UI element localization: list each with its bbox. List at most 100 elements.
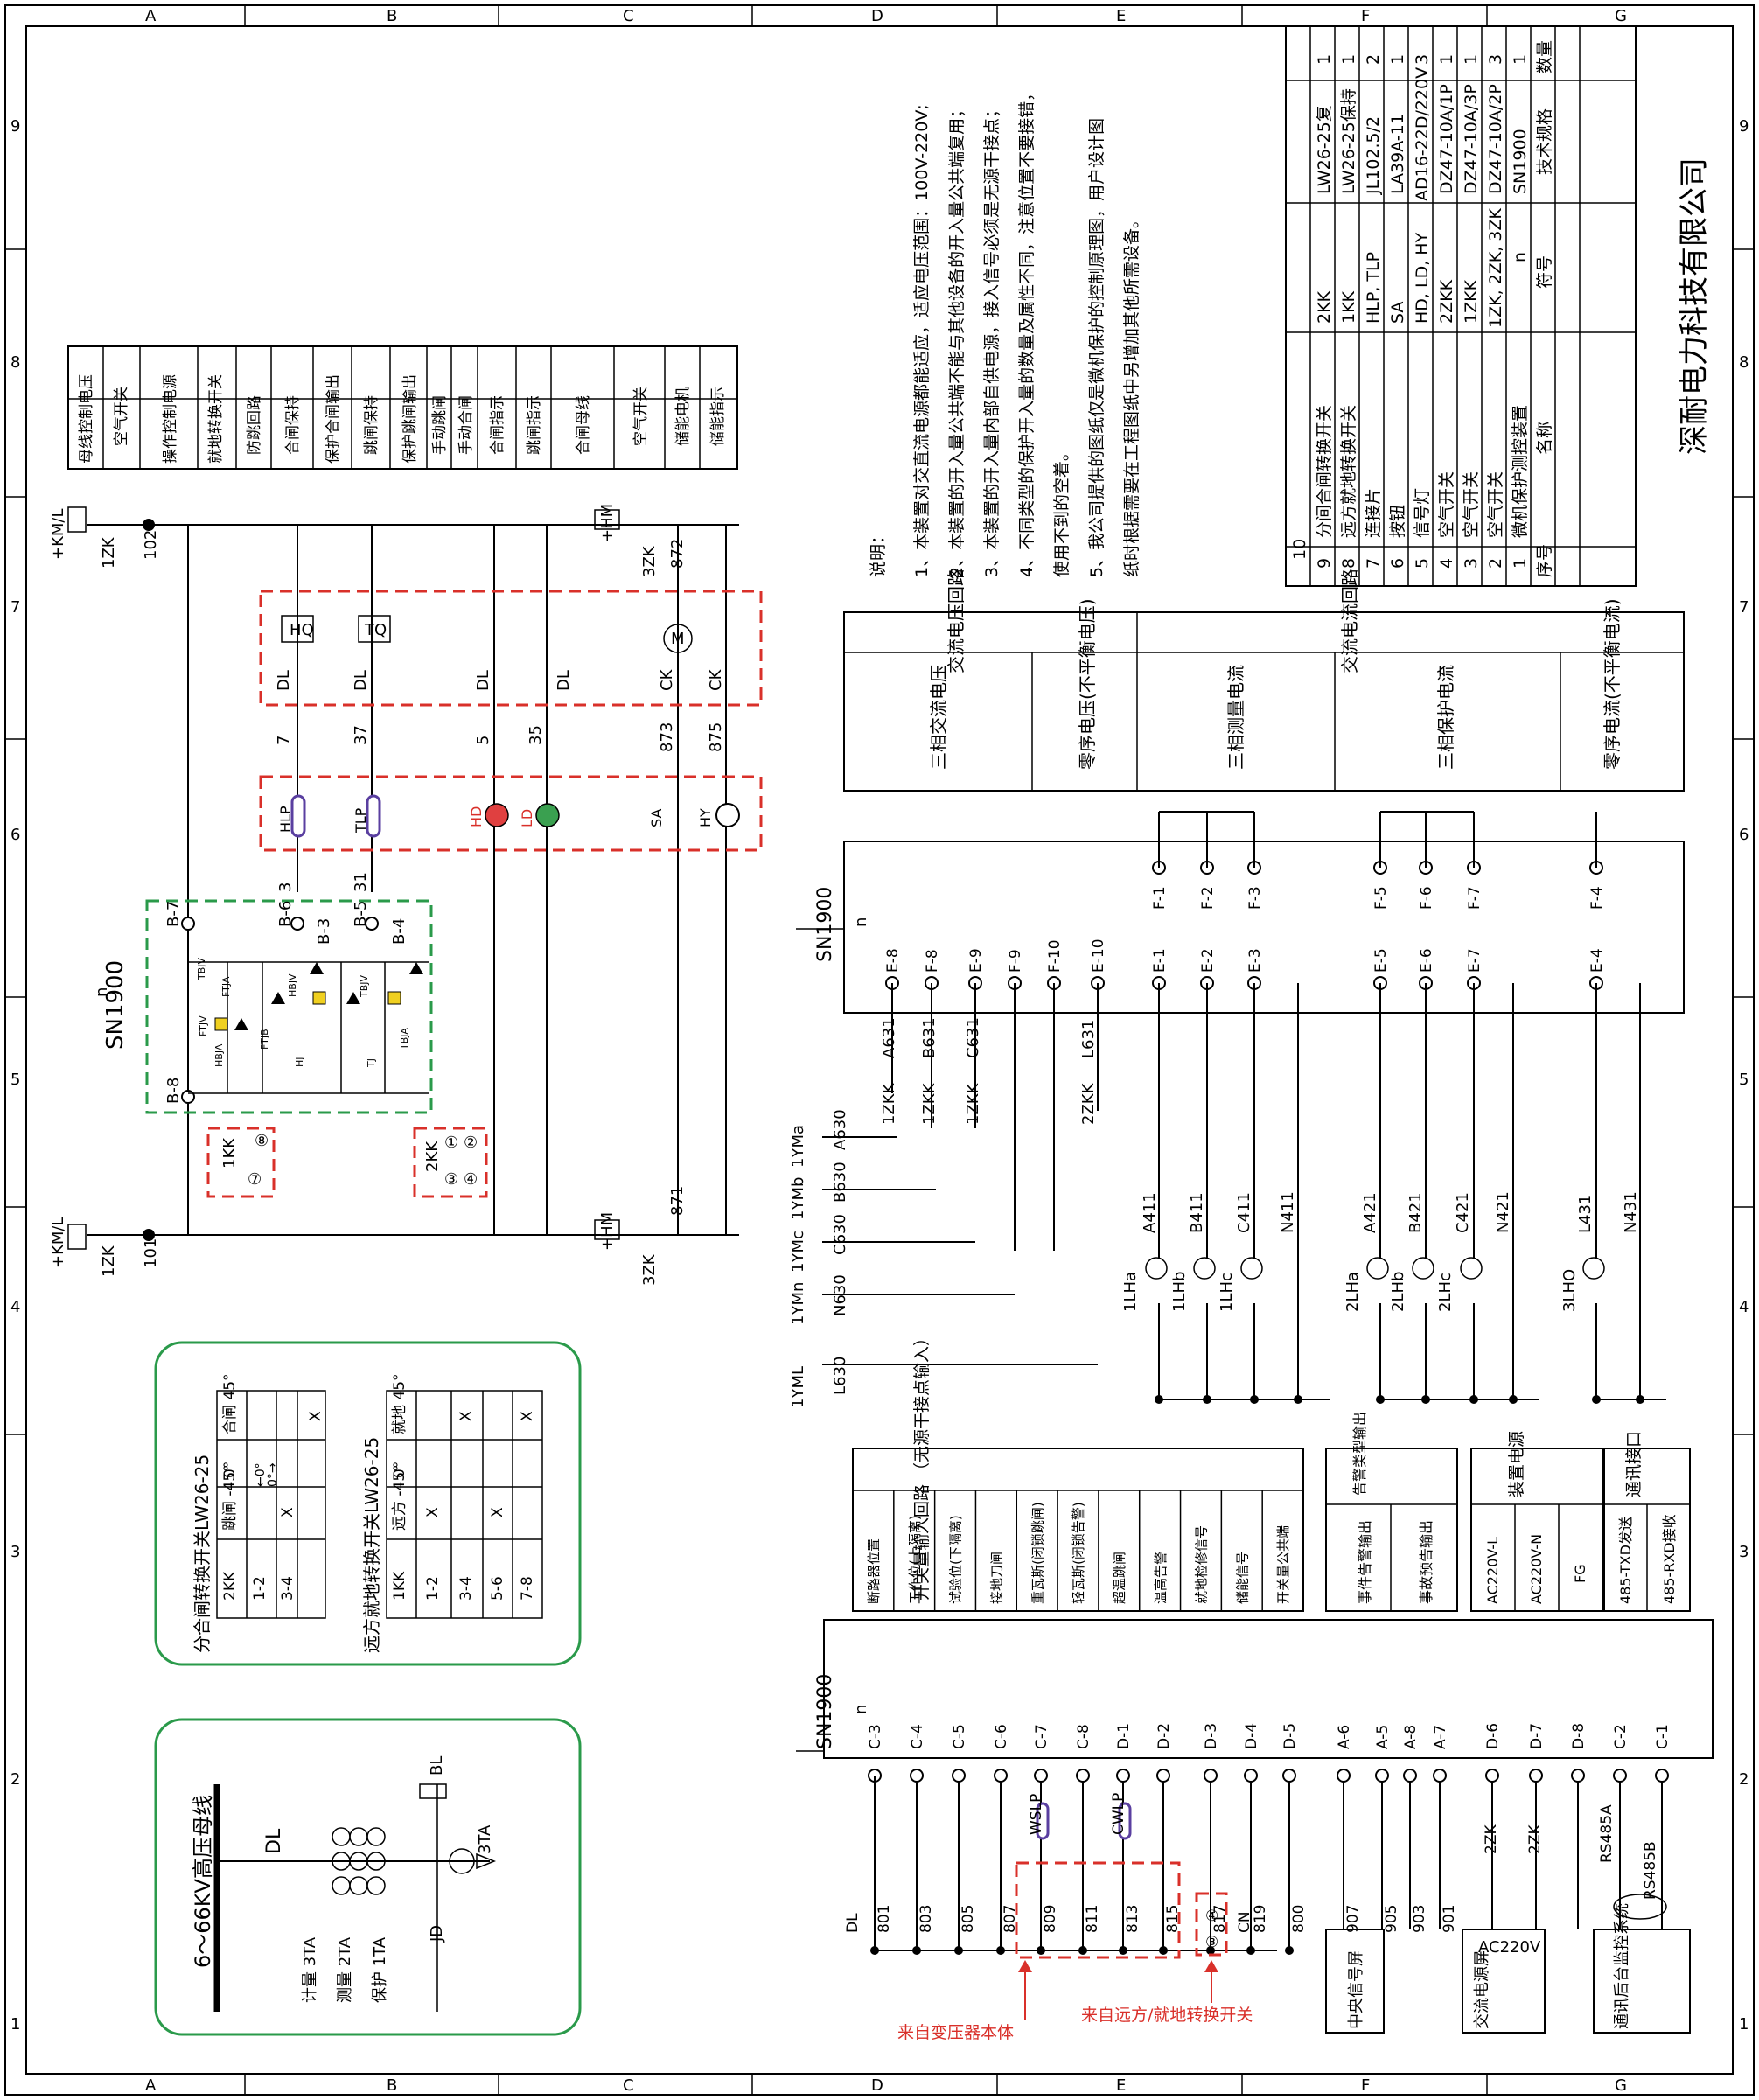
ct-2lha: 2LHa	[1344, 1272, 1362, 1312]
contact-dl-2: DL	[352, 670, 370, 691]
frame-row-1-right: 1	[1739, 2015, 1749, 2034]
input-wire-label: 819	[1252, 1905, 1269, 1933]
input-terminal	[1156, 1769, 1170, 1783]
kk1-label: 1KK	[220, 1137, 239, 1169]
wire-l431: L431	[1576, 1195, 1595, 1233]
input-terminal	[1282, 1769, 1296, 1783]
t2-r4-0: 7-8	[519, 1576, 536, 1601]
tb-row8-seq: 8	[1339, 558, 1358, 569]
frame-col-a-bottom: A	[145, 2076, 157, 2095]
frame-row-9-right: 9	[1739, 117, 1749, 136]
tb-row4-symbol: 2ZKK	[1437, 279, 1456, 324]
tb-row8-symbol: 1KK	[1339, 290, 1358, 324]
wire-b631: B631	[920, 1017, 939, 1058]
ct-2lhc: 2LHc	[1436, 1273, 1455, 1312]
legend-ctrl-8: 跳闸保持	[363, 395, 380, 455]
t1-r2-0: 3-4	[279, 1576, 297, 1601]
ac-current-out-label: F-4	[1588, 886, 1606, 910]
input-legend-group: 开关量输入回路 （无源干接点输入）	[912, 1329, 932, 1601]
input-wire-label: 907	[1344, 1905, 1362, 1933]
wire-n431: N431	[1622, 1191, 1640, 1233]
ac-voltage-terminal-label: F-10	[1046, 939, 1064, 973]
input-terminal-label: D-6	[1484, 1723, 1502, 1749]
ac-legend-item-3: 三相测量电流	[1225, 665, 1246, 770]
input-legend-item: 就地检修信号	[1194, 1525, 1210, 1604]
breaker-1zkk-b: 1ZKK	[920, 1082, 939, 1125]
frame-col-c: C	[623, 7, 634, 25]
input-wire-label: 817	[1211, 1905, 1229, 1933]
note-line-6: 5、我公司提供的图纸仅是微机保护的控制原理图，用户设计图	[1087, 118, 1106, 577]
device-internal-box	[145, 899, 433, 1114]
ctrl-bottom-power: +KM/L	[49, 1217, 67, 1268]
device-symbol-left: n	[93, 987, 111, 997]
box-ac-label: AC220V	[1478, 1938, 1541, 1957]
legend-ctrl-12: 合闸指示	[489, 395, 506, 455]
power-legend-group: 装置电源	[1507, 1431, 1526, 1497]
tb-row5-spec: AD16-22D/220V	[1413, 67, 1432, 201]
plate-cwlp: CWLP	[1110, 1793, 1127, 1835]
coil-tq: TQ	[364, 621, 387, 639]
t1-arrow-2: 0°→	[266, 1462, 280, 1487]
t2-head-1: 远方 -45°	[391, 1464, 408, 1531]
kk2-contact-3: ③	[444, 1170, 458, 1189]
alarm-legend-group: 告警类型输出	[1351, 1412, 1368, 1496]
input-terminal	[1655, 1769, 1669, 1783]
frame-row-1: 1	[10, 2015, 20, 2034]
tb-row7-qty: 2	[1364, 54, 1383, 65]
input-terminal	[1529, 1769, 1543, 1783]
contact-dl-4: DL	[555, 670, 573, 691]
ac-voltage-terminal-label: E-10	[1090, 938, 1107, 973]
relay-label-6: TBJA	[399, 1028, 410, 1050]
t1-r1-0: 1-2	[251, 1576, 269, 1601]
input-terminal	[1613, 1769, 1627, 1783]
bus-1yma: 1YMa	[789, 1125, 807, 1168]
term-b7: B-7	[164, 901, 183, 927]
ctrl-zk3-top: 3ZK	[640, 545, 659, 577]
drawing-frame: A B C D E F G A B C D E F G 1 2 3 4 5 6 …	[4, 4, 1755, 2096]
frame-col-f-bottom: F	[1361, 2076, 1370, 2095]
box-comm: 通讯后台监控系统	[1613, 1903, 1631, 2029]
primary-single-line: 6～66KV高压母线 DL JD BL 3TA 计量 3TA 测量 2TA 保护…	[154, 1718, 582, 2036]
plate-tlp: TLP	[352, 807, 369, 834]
tb-row10-seq: 10	[1290, 539, 1309, 560]
relay-label-4: FTJB	[259, 1029, 270, 1050]
legend-ctrl-6: 合闸保持	[284, 395, 302, 455]
input-terminal-label: C-8	[1075, 1724, 1092, 1749]
ctrl-zk3-bottom: 3ZK	[640, 1253, 659, 1286]
frame-row-3: 3	[10, 1543, 20, 1561]
legend-ctrl-15: 空气开关	[632, 387, 650, 446]
input-wire-label: 801	[876, 1905, 893, 1933]
input-terminal-label: D-1	[1115, 1723, 1133, 1749]
primary-title: 6～66KV高压母线	[191, 1795, 215, 1968]
frame-row-9: 9	[10, 117, 20, 136]
tb-row1-spec: SN1900	[1511, 129, 1530, 194]
input-legend-item: 储能信号	[1234, 1552, 1250, 1604]
input-terminal-label: D-7	[1528, 1723, 1546, 1749]
ac-current-terminal-label: E-2	[1199, 948, 1217, 973]
ctrl-hm-bottom: +HM	[598, 1212, 617, 1251]
tb-row1-qty: 1	[1511, 54, 1530, 65]
input-wire-label: 800	[1290, 1905, 1308, 1933]
primary-ct-protect: 保护 1TA	[371, 1936, 389, 2003]
input-wire-label: 807	[1002, 1905, 1019, 1933]
breaker-2zkk: 2ZKK	[1079, 1082, 1098, 1125]
legend-ctrl-3: 操作控制电源	[162, 374, 179, 464]
input-terminal-label: C-2	[1612, 1724, 1630, 1749]
note-line-5: 使用不到的空着。	[1052, 444, 1071, 577]
title-block: 10 1 LW26-25复 2KK 分间合闸转换开关 9 1 LW26-25保持…	[1285, 25, 1712, 587]
tb-row2-symbol: 1ZK, 2ZK, 3ZK	[1486, 208, 1505, 328]
from-transformer-label: 来自变压器本体	[897, 2023, 1014, 2042]
t2-r1-0: 1-2	[424, 1576, 442, 1601]
relay-network: TBJV FTJA HBJV FTJB TBJV TBJA HBJA HJ TJ…	[188, 957, 429, 1094]
term-b6: B-6	[276, 901, 295, 927]
primary-ct-measure: 测量 2TA	[336, 1936, 354, 2003]
device-symbol-input: n	[852, 1705, 870, 1714]
tb-row2-name: 空气开关	[1486, 471, 1505, 538]
input-wire-label: 905	[1383, 1905, 1400, 1933]
primary-ct-metering: 计量 3TA	[301, 1936, 319, 2003]
frame-col-b-bottom: B	[387, 2076, 397, 2095]
tb-row3-symbol: 1ZKK	[1462, 279, 1481, 324]
ct-1lha: 1LHa	[1121, 1272, 1140, 1312]
input-legend-item: 轻瓦斯(闭锁告警)	[1071, 1502, 1086, 1604]
tb-head-qty: 数量	[1535, 40, 1554, 73]
